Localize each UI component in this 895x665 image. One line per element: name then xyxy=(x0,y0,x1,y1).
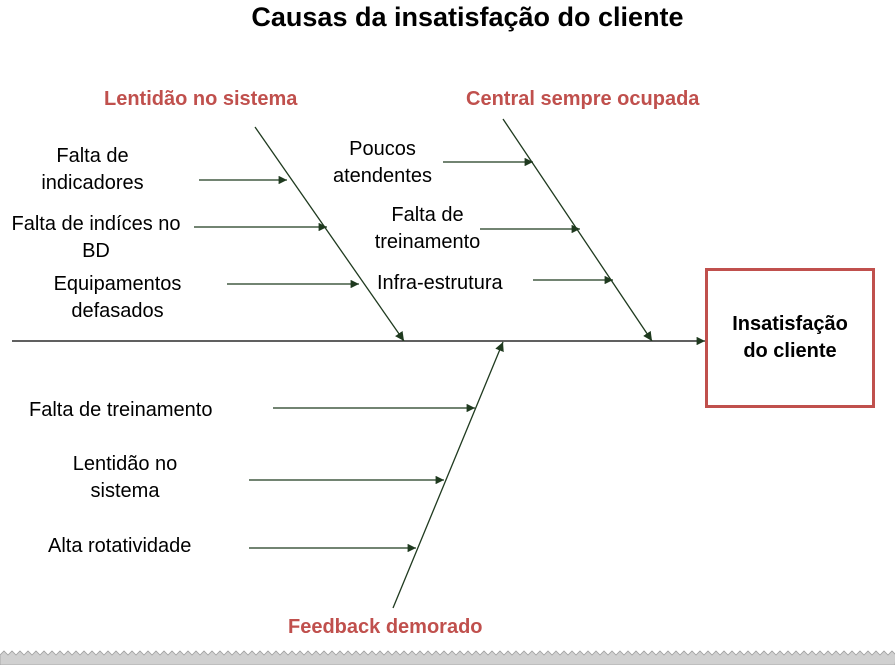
cause-label: Falta de indicadores xyxy=(41,145,144,194)
cause-label: Falta de treinamento xyxy=(29,399,213,421)
cause-label: Falta de treinamento xyxy=(374,204,481,253)
cause-label: Alta rotatividade xyxy=(48,535,192,557)
bone-central xyxy=(502,118,653,342)
diagram-title: Causas da insatisfação do cliente xyxy=(251,2,684,32)
bone-lentidao xyxy=(254,126,405,342)
torn-edge-border xyxy=(0,650,895,665)
cause-label: Equipamentos defasados xyxy=(53,273,182,322)
effect-label: Insatisfação do cliente xyxy=(732,313,848,362)
cause-label: Falta de indíces no BD xyxy=(11,213,181,262)
cause-label: Infra-estrutura xyxy=(377,272,503,294)
category-lentidao-label: Lentidão no sistema xyxy=(104,88,298,110)
category-feedback-label: Feedback demorado xyxy=(288,616,483,638)
cause-label: Poucos atendentes xyxy=(333,138,432,187)
bone-feedback xyxy=(392,341,504,609)
category-central-label: Central sempre ocupada xyxy=(466,88,700,110)
cause-label: Lentidão no sistema xyxy=(72,453,178,502)
effect-box: Insatisfação do cliente xyxy=(705,268,875,408)
